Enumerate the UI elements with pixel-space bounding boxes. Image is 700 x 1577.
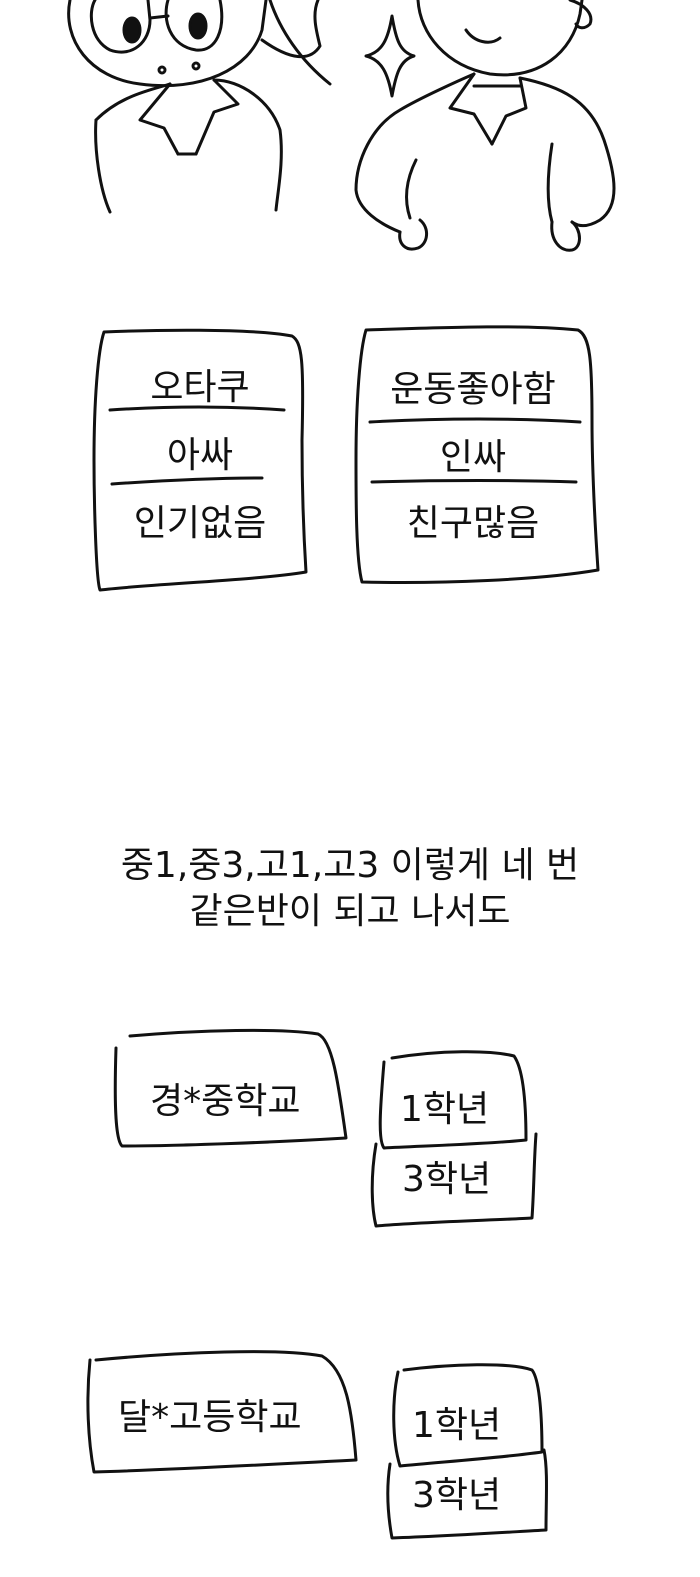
high-school-grade-1: 1학년 xyxy=(412,1405,502,1446)
card-right-item-3: 친구많음 xyxy=(406,503,540,544)
high-school-grade-3: 3학년 xyxy=(412,1475,502,1516)
middle-school-frame xyxy=(113,1028,538,1228)
card-left-item-1: 오타쿠 xyxy=(150,367,250,408)
sparkle-icon xyxy=(364,14,416,98)
middle-school-name: 경*중학교 xyxy=(150,1081,301,1122)
caption-line-1: 중1,중3,고1,고3 이렇게 네 번 xyxy=(120,845,580,886)
caption-line-2: 같은반이 되고 나서도 xyxy=(189,891,511,932)
high-school-name: 달*고등학교 xyxy=(118,1397,302,1438)
middle-school-grade-3: 3학년 xyxy=(402,1159,492,1200)
character-right xyxy=(354,0,616,252)
character-left xyxy=(67,0,332,214)
card-right-item-1: 운동좋아함 xyxy=(390,369,556,410)
high-school-frame xyxy=(86,1350,548,1540)
card-left-frame xyxy=(92,328,308,592)
middle-school-grade-1: 1학년 xyxy=(400,1089,490,1130)
card-right-frame xyxy=(354,325,600,584)
card-left-item-3: 인기없음 xyxy=(133,503,267,544)
card-left-item-2: 아싸 xyxy=(166,435,234,476)
card-right-item-2: 인싸 xyxy=(439,437,507,478)
